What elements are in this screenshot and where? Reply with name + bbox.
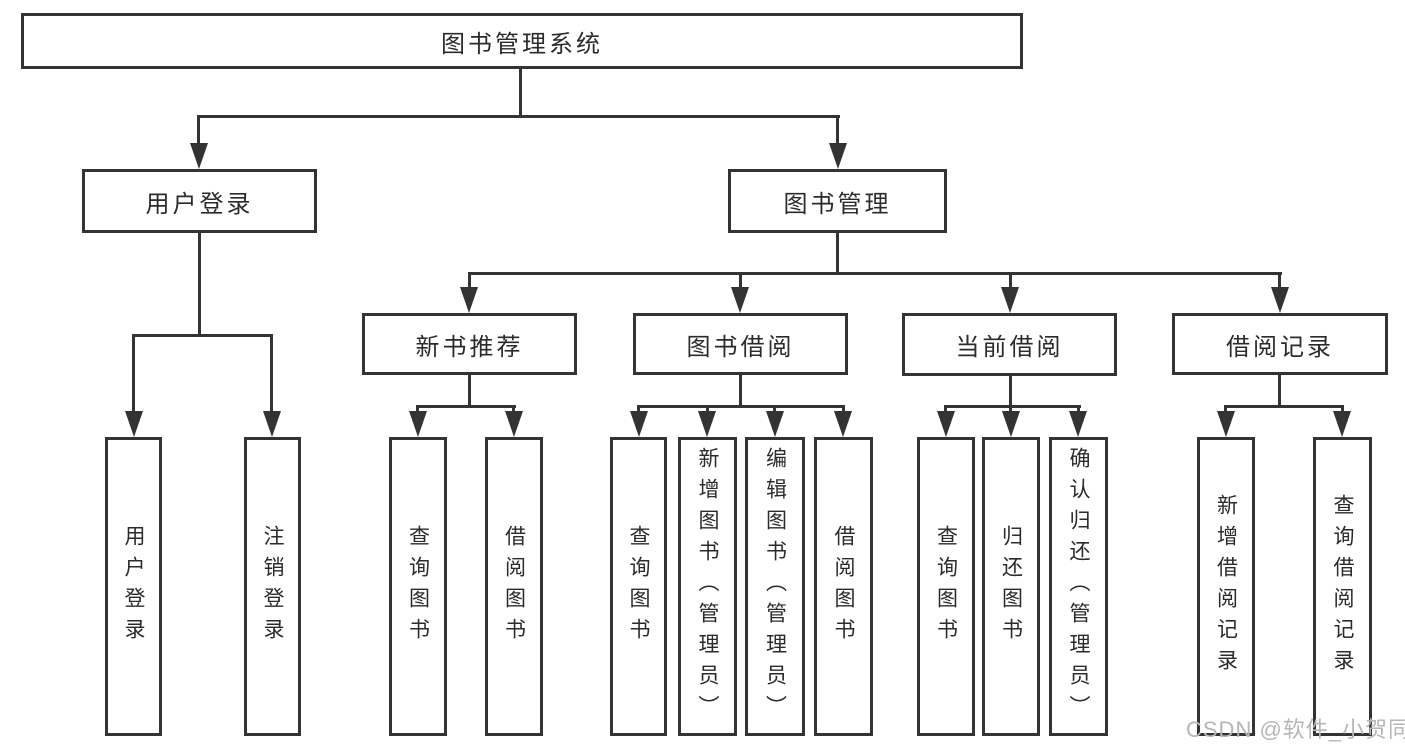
leaf-add-borrow-record: 新增借阅记录 [1197, 437, 1255, 736]
arrowhead-down-icon [698, 411, 716, 437]
connector-stub [197, 115, 200, 147]
connector-records-stem [1278, 375, 1281, 408]
connector-stub [270, 334, 273, 413]
connector-recommend-branch [416, 405, 516, 408]
arrowhead-down-icon [1001, 287, 1019, 313]
connector-stub [1224, 405, 1227, 413]
arrowhead-down-icon [409, 411, 427, 437]
arrowhead-down-icon [834, 411, 852, 437]
connector-stub [944, 405, 947, 413]
leaf-user-login: 用户登录 [105, 437, 162, 736]
leaf-edit-books-admin: 编辑图书（管理员） [745, 437, 805, 736]
connector-current-stem [1009, 375, 1012, 408]
connector-stub [706, 405, 709, 413]
leaf-query-books-borrow: 查询图书 [610, 437, 667, 736]
arrowhead-down-icon [937, 411, 955, 437]
node-new-book-recommend: 新书推荐 [362, 313, 577, 375]
connector-stub [773, 405, 776, 413]
connector-root-stem [519, 69, 522, 118]
node-borrow-records: 借阅记录 [1172, 313, 1388, 375]
arrowhead-down-icon [460, 287, 478, 313]
leaf-query-borrow-record: 查询借阅记录 [1313, 437, 1372, 736]
arrowhead-down-icon [766, 411, 784, 437]
leaf-add-books-admin: 新增图书（管理员） [678, 437, 737, 736]
connector-root-branch [197, 115, 840, 118]
connector-stub [739, 272, 742, 289]
arrowhead-down-icon [1271, 287, 1289, 313]
connector-stub [1009, 272, 1012, 289]
node-book-borrow: 图书借阅 [633, 313, 848, 375]
leaf-confirm-return-admin: 确认归还（管理员） [1049, 437, 1108, 736]
connector-userlogin-stem [198, 233, 201, 337]
leaf-query-books-recommend: 查询图书 [389, 437, 447, 736]
connector-bookmgmt-stem [836, 233, 839, 275]
node-root: 图书管理系统 [21, 13, 1023, 69]
arrowhead-down-icon [829, 143, 847, 169]
connector-bookmgmt-branch [468, 272, 1282, 275]
arrowhead-down-icon [1069, 411, 1087, 437]
leaf-logout-login: 注销登录 [244, 437, 301, 736]
connector-current-branch [944, 405, 1081, 408]
leaf-query-books-current: 查询图书 [917, 437, 975, 736]
connector-stub [637, 405, 640, 413]
connector-stub [836, 115, 839, 147]
leaf-borrow-books-borrow: 借阅图书 [814, 437, 873, 736]
connector-stub [1009, 405, 1012, 413]
csdn-watermark: CSDN @软件_小贺同学 [1186, 717, 1405, 742]
connector-stub [468, 272, 471, 289]
arrowhead-down-icon [1217, 411, 1235, 437]
connector-records-branch [1224, 405, 1344, 408]
connector-stub [1341, 405, 1344, 413]
connector-stub [842, 405, 845, 413]
connector-stub [416, 405, 419, 413]
leaf-return-books: 归还图书 [982, 437, 1040, 736]
connector-stub [1278, 272, 1281, 289]
connector-borrow-branch [637, 405, 845, 408]
arrowhead-down-icon [125, 411, 143, 437]
leaf-borrow-books-recommend: 借阅图书 [485, 437, 543, 736]
node-user-login: 用户登录 [82, 169, 317, 233]
arrowhead-down-icon [263, 411, 281, 437]
node-book-management: 图书管理 [728, 169, 947, 233]
arrowhead-down-icon [1333, 411, 1351, 437]
node-current-borrow: 当前借阅 [902, 313, 1117, 376]
arrowhead-down-icon [1002, 411, 1020, 437]
arrowhead-down-icon [505, 411, 523, 437]
arrowhead-down-icon [190, 143, 208, 169]
arrowhead-down-icon [630, 411, 648, 437]
connector-stub [132, 334, 135, 413]
arrowhead-down-icon [731, 287, 749, 313]
connector-stub [512, 405, 515, 413]
connector-borrow-stem [739, 375, 742, 408]
connector-recommend-stem [468, 375, 471, 408]
connector-stub [1077, 405, 1080, 413]
connector-userlogin-branch [132, 334, 273, 337]
